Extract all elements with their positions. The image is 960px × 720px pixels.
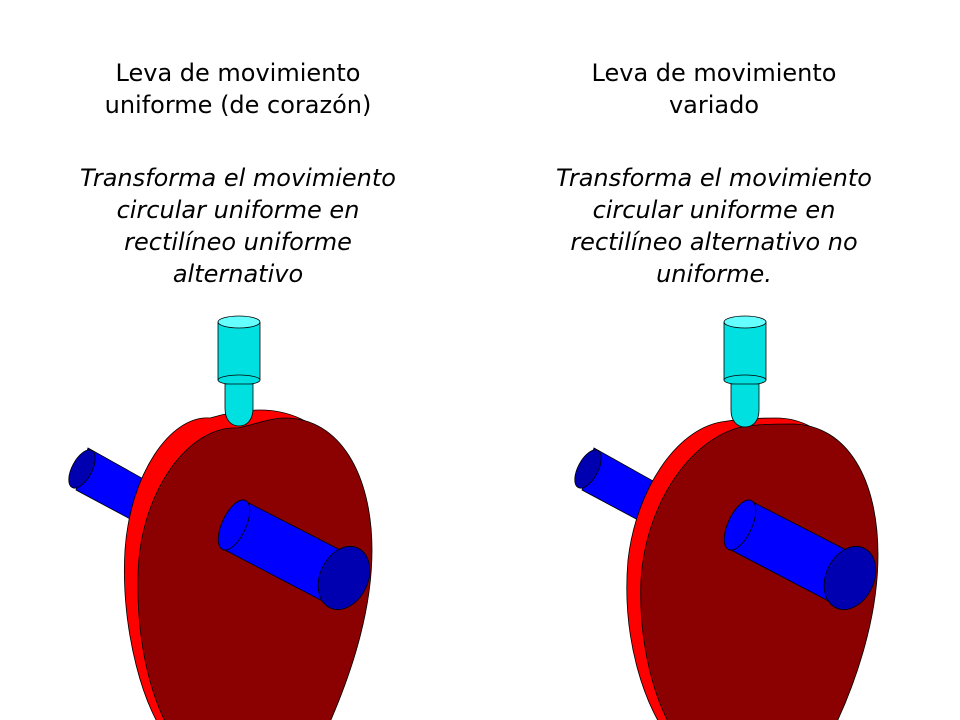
variable-cam-illustration <box>574 315 879 720</box>
front-shaft <box>723 499 877 610</box>
left-description: Transforma el movimiento circular unifor… <box>18 162 458 290</box>
heart-cam-illustration <box>68 315 373 720</box>
right-desc-line1: Transforma el movimiento <box>556 164 872 192</box>
right-desc-line4: uniforme. <box>656 260 772 288</box>
front-shaft <box>217 499 371 610</box>
follower <box>723 315 767 428</box>
right-title-line2: variado <box>668 91 760 119</box>
follower <box>217 315 261 427</box>
right-desc-line2: circular uniforme en <box>592 196 836 224</box>
left-title-line1: Leva de movimiento <box>115 59 361 87</box>
cam-face <box>640 423 879 720</box>
left-title-line2: uniforme (de corazón) <box>104 91 372 119</box>
cam-face <box>137 417 373 720</box>
left-title: Leva de movimiento uniforme (de corazón) <box>18 57 458 121</box>
right-desc-line3: rectilíneo alternativo no <box>570 228 858 256</box>
right-description: Transforma el movimiento circular unifor… <box>494 162 934 290</box>
right-title: Leva de movimiento variado <box>494 57 934 121</box>
left-desc-line3: rectilíneo uniforme <box>124 228 352 256</box>
left-desc-line1: Transforma el movimiento <box>80 164 396 192</box>
right-title-line1: Leva de movimiento <box>591 59 837 87</box>
left-desc-line2: circular uniforme en <box>116 196 360 224</box>
left-desc-line4: alternativo <box>172 260 304 288</box>
